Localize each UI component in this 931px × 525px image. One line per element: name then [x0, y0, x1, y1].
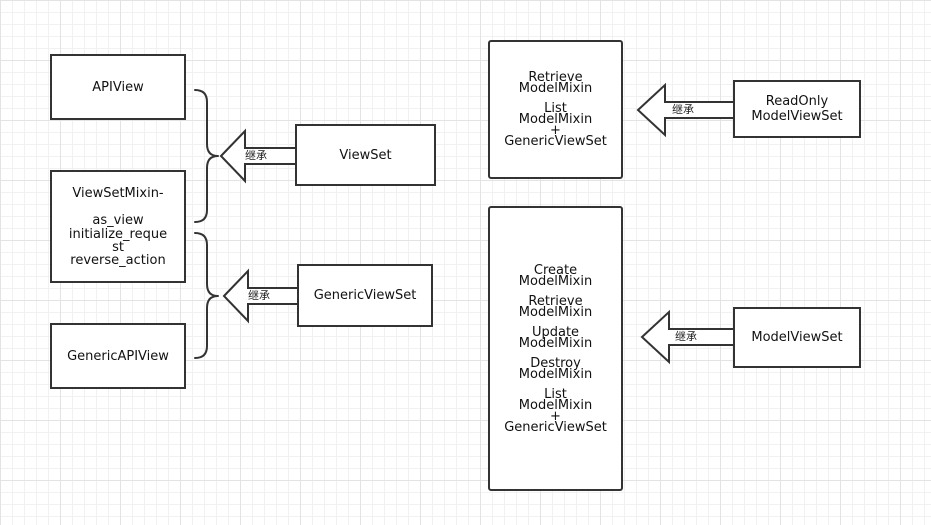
model-retrieve: Retrieve	[528, 293, 583, 309]
model-plus: +	[550, 408, 561, 424]
readonly-list: List	[544, 101, 567, 116]
model-list: List	[544, 386, 567, 402]
readonly-retrieve-mixin: ModelMixin	[518, 81, 593, 96]
apiview-label: APIView	[92, 79, 144, 95]
brace-genericviewset	[194, 232, 219, 359]
viewsetmixin-as-view: as_view	[92, 213, 144, 228]
viewsetmixin-reverse-action: reverse_action	[70, 253, 166, 268]
inherit-label-readonly: 继承	[672, 103, 694, 116]
readonly-retrieve: Retrieve	[528, 70, 583, 85]
readonly-parents-box: Retrieve ModelMixin List ModelMixin + Ge…	[488, 40, 623, 179]
inherit-label-genericviewset: 继承	[248, 289, 270, 302]
viewset-box: ViewSet	[295, 124, 436, 186]
modelviewset-label: ModelViewSet	[751, 330, 843, 345]
viewsetmixin-initialize-request-1: initialize_reque	[68, 227, 168, 242]
viewsetmixin-box: ViewSetMixin- as_view initialize_reque s…	[50, 170, 186, 283]
model-retrieve-mixin: ModelMixin	[518, 304, 593, 320]
genericapiview-box: GenericAPIView	[50, 323, 186, 389]
readonly-modelviewset-line2: ModelViewSet	[751, 109, 843, 124]
genericviewset-box: GenericViewSet	[297, 264, 433, 327]
viewsetmixin-initialize-request-2: st	[112, 240, 124, 255]
model-update-mixin: ModelMixin	[518, 335, 593, 351]
model-destroy-mixin: ModelMixin	[518, 366, 593, 382]
readonly-genericviewset: GenericViewSet	[504, 134, 607, 149]
readonly-modelviewset-line1: ReadOnly	[765, 94, 829, 109]
model-create: Create	[533, 262, 578, 278]
modelviewset-parents-box: Create ModelMixin Retrieve ModelMixin Up…	[488, 206, 623, 491]
model-list-mixin: ModelMixin	[518, 397, 593, 413]
genericviewset-label: GenericViewSet	[313, 288, 417, 303]
readonly-modelviewset-box: ReadOnly ModelViewSet	[733, 80, 861, 138]
readonly-list-mixin: ModelMixin	[518, 112, 593, 127]
model-create-mixin: ModelMixin	[518, 273, 593, 289]
model-destroy: Destroy	[530, 355, 581, 371]
brace-viewset	[194, 89, 219, 223]
genericapiview-label: GenericAPIView	[67, 348, 169, 364]
readonly-plus: +	[550, 123, 561, 138]
modelviewset-box: ModelViewSet	[733, 307, 861, 368]
apiview-box: APIView	[50, 54, 186, 120]
inherit-label-modelviewset: 继承	[675, 330, 697, 343]
viewset-label: ViewSet	[339, 147, 392, 163]
inherit-label-viewset: 继承	[245, 149, 267, 162]
viewsetmixin-title: ViewSetMixin-	[72, 186, 164, 201]
model-genericviewset: GenericViewSet	[504, 419, 607, 435]
model-update: Update	[531, 324, 580, 340]
